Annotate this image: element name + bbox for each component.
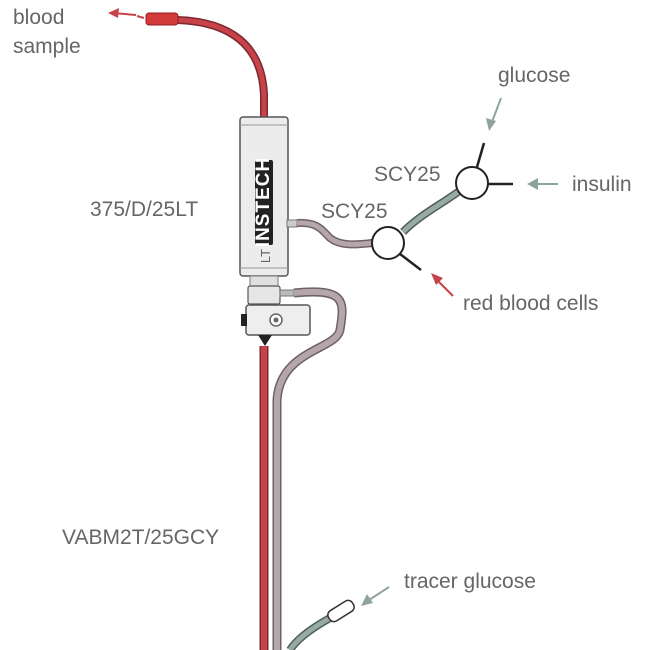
glucose-label: glucose (498, 64, 570, 87)
blood-sample-tip (145, 12, 179, 26)
blood-sample-tube-outline (174, 16, 268, 122)
lower-y-connector (371, 226, 422, 271)
tether-block (241, 275, 311, 346)
blood-label-line2: sample (13, 35, 81, 58)
swivel-model-label: 375/D/25LT (90, 198, 198, 221)
catheter-model-label: VABM2T/25GCY (62, 526, 219, 549)
catheter-infusion-line (272, 287, 347, 650)
device-brand-text: INSTECH (253, 157, 274, 247)
swivel-device: INSTECH LT (239, 116, 298, 277)
tracer-glucose-label: tracer glucose (404, 570, 536, 593)
lower-connector-label: SCY25 (321, 200, 388, 223)
upper-y-connector (455, 142, 513, 200)
blood-label-line1: blood (13, 6, 64, 29)
glucose-arrow (486, 97, 502, 131)
red-blood-cells-arrow (431, 273, 454, 297)
tracer-glucose-arrow (361, 586, 390, 606)
insulin-arrow (527, 178, 558, 190)
insulin-label: insulin (572, 173, 632, 196)
device-suffix-text: LT (258, 249, 273, 263)
upper-connector-label: SCY25 (374, 163, 441, 186)
tracer-glucose-tip (327, 599, 355, 623)
blood-sample-arrow (108, 8, 137, 18)
red-blood-cells-label: red blood cells (463, 292, 598, 315)
blood-sample-tube (175, 17, 267, 121)
